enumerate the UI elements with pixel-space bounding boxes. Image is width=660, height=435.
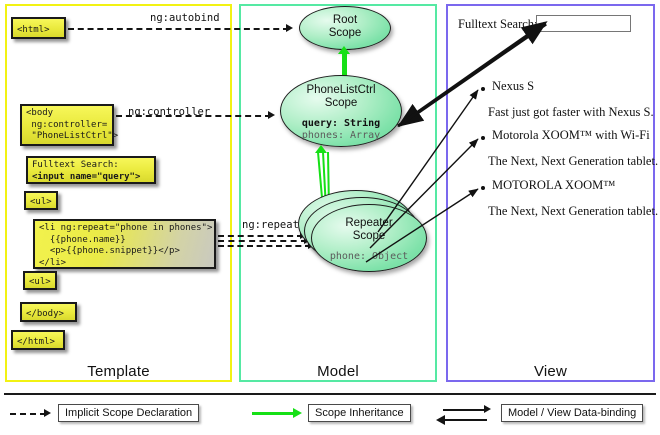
scope-repeater-name-1: Repeater <box>345 217 393 229</box>
connector-ng-controller <box>116 115 271 117</box>
legend-item-scope-inheritance: Scope Inheritance <box>308 404 411 422</box>
legend-item-model-view-data-binding: Model / View Data-binding <box>501 404 644 422</box>
connector-label-ng-autobind: ng:autobind <box>150 12 220 24</box>
scope-phonelistctrl-field-query: query: String <box>301 118 381 129</box>
legend-item-implicit-scope-declaration: Implicit Scope Declaration <box>58 404 200 422</box>
code-box-li-repeat: <li ng:repeat="phone in phones"> {{phone… <box>33 219 216 269</box>
code-box-html-close: </html> <box>11 330 65 350</box>
fulltext-search-label: Fulltext Search: <box>32 160 119 170</box>
inheritance-arrow-root <box>342 52 347 76</box>
view-item-name-1: Nexus S <box>492 79 535 93</box>
code-box-ul-open: <ul> <box>24 191 58 210</box>
view-bullet-dot-1 <box>481 87 485 91</box>
legend-dash-arrow <box>44 409 51 417</box>
code-box-fulltext-search: Fulltext Search: <input name="query"> <box>26 156 156 184</box>
connector-ng-repeat-2 <box>218 240 307 242</box>
view-search-input[interactable] <box>536 15 631 32</box>
connector-label-ng-controller: ng:controller <box>128 106 211 118</box>
view-item-snippet-1: Fast just got faster with Nexus S. <box>488 105 654 119</box>
legend-green-arrow <box>293 408 302 418</box>
view-item-name-3: MOTOROLA XOOM™ <box>492 178 616 192</box>
inheritance-arrow-repeater-head <box>315 145 327 153</box>
scope-repeater-field-phone: phone: Object <box>329 251 409 262</box>
fulltext-search-input-markup: <input name="query"> <box>32 171 141 182</box>
legend-binding-arrow-left <box>436 415 445 425</box>
code-box-ul-close: <ul> <box>23 271 57 290</box>
view-item-snippet-3: The Next, Next Generation tablet. <box>488 204 659 218</box>
scope-phonelistctrl-field-phones: phones: Array <box>301 130 381 141</box>
scope-root-name-2: Scope <box>328 27 362 39</box>
scope-phonelistctrl-name-2: Scope <box>324 97 358 109</box>
code-box-html-open: <html> <box>11 17 66 39</box>
connector-label-ng-repeat: ng:repeat <box>242 219 299 231</box>
view-bullet-dot-2 <box>481 136 485 140</box>
scope-root-name-1: Root <box>332 14 358 26</box>
column-title-model: Model <box>317 363 359 380</box>
legend-binding-arrow-right <box>484 405 491 413</box>
column-view: View <box>446 4 655 382</box>
legend-green-line <box>252 412 296 415</box>
legend-dash-line <box>10 413 46 415</box>
code-box-body-close: </body> <box>20 302 77 322</box>
column-title-view: View <box>533 363 568 380</box>
scope-phonelistctrl-name-1: PhoneListCtrl <box>306 84 376 96</box>
scope-repeater: Repeater Scope phone: Object <box>311 204 427 272</box>
scope-phonelistctrl: PhoneListCtrl Scope query: String phones… <box>280 75 402 147</box>
connector-ng-repeat-3 <box>218 245 311 247</box>
view-item-snippet-2: The Next, Next Generation tablet. <box>488 154 659 168</box>
connector-ng-autobind-arrow <box>286 24 293 32</box>
view-item-name-2: Motorola XOOM™ with Wi-Fi <box>492 128 650 142</box>
connector-ng-repeat-1 <box>218 235 303 237</box>
legend-binding-line-bottom <box>443 419 487 421</box>
connector-ng-controller-arrow <box>268 111 275 119</box>
view-bullet-dot-3 <box>481 186 485 190</box>
scope-repeater-name-2: Scope <box>352 230 386 242</box>
legend-binding-line-top <box>443 409 487 411</box>
column-title-template: Template <box>87 363 150 380</box>
inheritance-arrow-root-head <box>338 46 350 54</box>
view-search-label: Fulltext Search: <box>458 17 538 31</box>
legend-divider <box>4 393 656 395</box>
connector-ng-autobind <box>68 28 289 30</box>
code-box-body-open: <body ng:controller= "PhoneListCtrl"> <box>20 104 118 146</box>
scope-root: Root Scope <box>299 6 391 50</box>
